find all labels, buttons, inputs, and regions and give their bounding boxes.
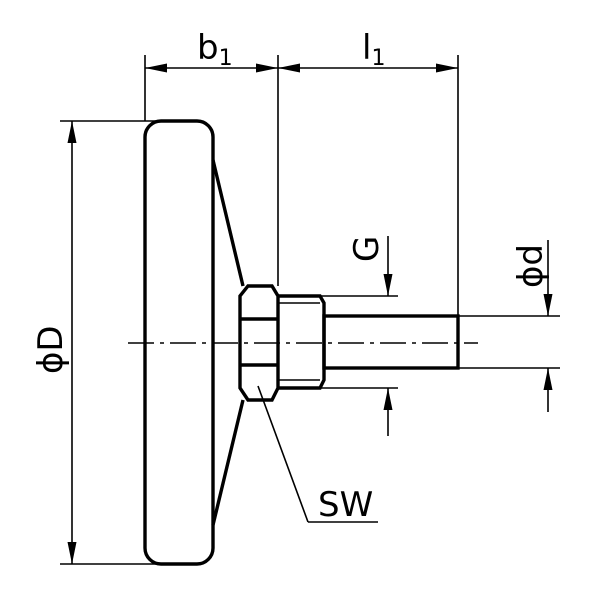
d-arrow-top — [543, 294, 553, 316]
l1-label: l1 — [362, 28, 385, 71]
l1-arrow-right — [436, 63, 458, 73]
thread-section — [278, 294, 326, 390]
D-arrow-bottom — [67, 542, 77, 564]
case-taper-lower — [211, 399, 245, 526]
D-arrow-top — [67, 121, 77, 143]
dimension-d: ϕd — [458, 240, 560, 412]
dimension-D: ϕD — [31, 120, 160, 565]
b1-arrow-right — [256, 63, 278, 73]
d-arrow-bottom — [543, 368, 553, 390]
G-label: G — [347, 236, 387, 262]
d-label: ϕd — [511, 244, 551, 288]
case-taper-upper — [211, 159, 245, 287]
hex-nut — [238, 284, 280, 402]
b1-label: b1 — [197, 28, 233, 71]
l1-arrow-left — [278, 63, 300, 73]
G-arrow-bottom — [383, 388, 393, 410]
G-arrow-top — [383, 274, 393, 296]
b1-arrow-left — [145, 63, 167, 73]
dimension-b1: b1 — [144, 28, 279, 286]
dimension-l1: l1 — [278, 28, 459, 316]
dimension-G: G — [320, 236, 398, 436]
D-label: ϕD — [31, 325, 71, 374]
stem — [322, 314, 460, 370]
callout-SW: SW — [257, 385, 378, 525]
SW-label: SW — [318, 485, 373, 525]
SW-leader — [257, 385, 309, 523]
